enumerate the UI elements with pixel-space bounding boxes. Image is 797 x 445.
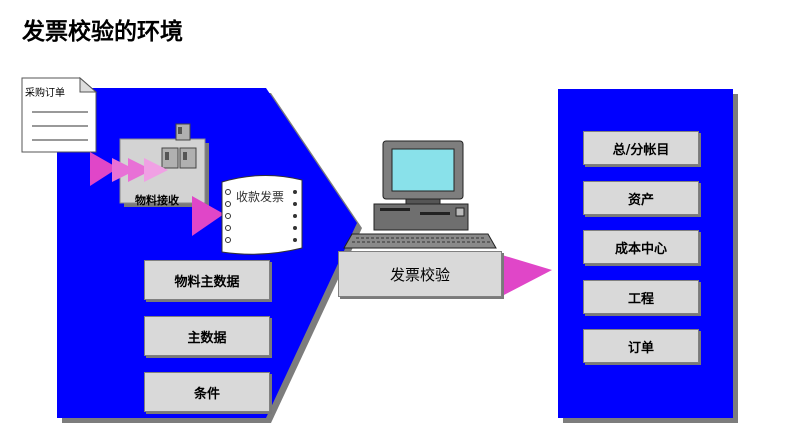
invoice-flow-arrow-icon	[192, 196, 224, 236]
cost-center-box: 成本中心	[583, 230, 699, 264]
master-data-box: 主数据	[144, 316, 270, 356]
warehouse-shelves-icon	[161, 123, 197, 169]
goods-flow-arrows-icon	[90, 152, 168, 186]
project-box: 工程	[583, 280, 699, 314]
incoming-invoice-label: 收款发票	[236, 190, 285, 204]
gl-account-box: 总/分帐目	[583, 131, 699, 165]
asset-box: 资产	[583, 181, 699, 215]
purchase-order-label: 采购订单	[25, 88, 65, 99]
page-title: 发票校验的环境	[22, 19, 183, 45]
purchase-order-document-icon	[21, 76, 98, 153]
left-blue-panel-fill	[57, 88, 357, 418]
material-master-box: 物料主数据	[144, 260, 270, 300]
order-box: 订单	[583, 329, 699, 363]
computer-icon	[343, 140, 497, 249]
invoice-paper-icon	[221, 175, 303, 255]
invoice-verification-box: 发票校验	[338, 251, 502, 297]
conditions-box: 条件	[144, 372, 270, 412]
center-arrow-icon	[502, 255, 552, 296]
goods-receipt-label: 物料接收	[135, 194, 179, 207]
